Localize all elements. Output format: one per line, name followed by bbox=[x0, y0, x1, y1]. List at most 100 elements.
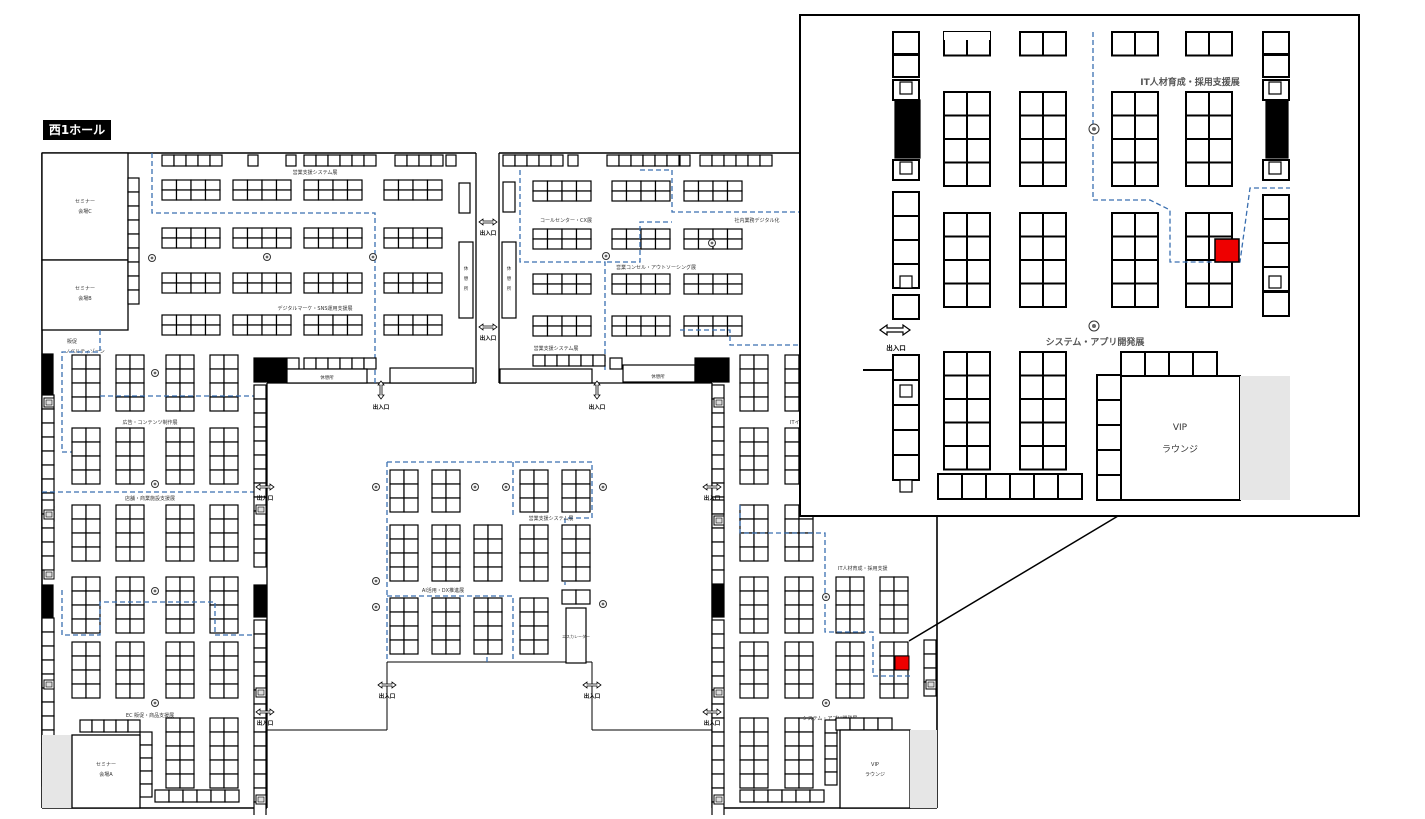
booth bbox=[232, 314, 249, 326]
booth bbox=[835, 683, 851, 699]
booth bbox=[711, 468, 725, 484]
booth-block-r1-2 bbox=[683, 228, 743, 250]
booth bbox=[127, 177, 140, 193]
booth bbox=[175, 237, 192, 249]
seminar-c-sublabel: 会場C bbox=[78, 208, 92, 215]
booth bbox=[41, 701, 55, 717]
booth bbox=[389, 625, 405, 641]
booth bbox=[784, 576, 800, 592]
booth bbox=[784, 618, 800, 634]
pillar-store bbox=[151, 587, 159, 595]
booth bbox=[445, 625, 461, 641]
booth bbox=[473, 552, 489, 568]
booth bbox=[165, 455, 181, 471]
booth bbox=[611, 325, 628, 337]
booth bbox=[711, 661, 725, 677]
entrance-left-mid: 出入口 bbox=[373, 380, 389, 411]
arrow-shape bbox=[255, 708, 275, 716]
booth bbox=[726, 283, 743, 295]
booth bbox=[246, 314, 263, 326]
booth bbox=[747, 154, 761, 167]
booth bbox=[795, 789, 811, 803]
booth bbox=[91, 719, 105, 733]
zoom-hydrant-2 bbox=[899, 161, 913, 175]
zoom-booth bbox=[966, 161, 991, 187]
zoom-booth bbox=[1134, 91, 1159, 117]
zoom-booth bbox=[943, 259, 968, 285]
booth bbox=[315, 357, 329, 370]
booth bbox=[85, 683, 101, 699]
escalator-box bbox=[565, 607, 587, 664]
booth bbox=[127, 247, 140, 263]
rest-small-left-box bbox=[286, 368, 368, 384]
booth bbox=[606, 154, 620, 167]
zoom-entrance-label: 出入口 bbox=[886, 343, 906, 352]
booth bbox=[115, 719, 129, 733]
booth-block-store-0-0 bbox=[71, 504, 101, 562]
booth bbox=[179, 590, 195, 606]
booth bbox=[253, 633, 267, 649]
booth bbox=[711, 541, 725, 557]
booth bbox=[726, 273, 743, 285]
booth bbox=[165, 368, 181, 384]
zoom-booth bbox=[1019, 374, 1044, 400]
booth bbox=[139, 744, 153, 759]
booth bbox=[71, 518, 87, 534]
booth bbox=[161, 324, 178, 336]
booth bbox=[209, 382, 225, 398]
zone-label-store-support: 店舗・商業施設支援展 bbox=[125, 495, 175, 502]
booth bbox=[303, 237, 320, 249]
booth bbox=[129, 382, 145, 398]
zoom-booth bbox=[1111, 161, 1136, 187]
booth bbox=[568, 354, 582, 367]
booth bbox=[611, 190, 628, 202]
booth bbox=[445, 566, 461, 582]
booth bbox=[712, 283, 729, 295]
booth bbox=[127, 205, 140, 221]
booth bbox=[253, 661, 267, 677]
booth bbox=[389, 552, 405, 568]
pillar-dot bbox=[601, 602, 605, 606]
booth-block-hr-2-0 bbox=[739, 641, 769, 699]
booth-block-store-1-2 bbox=[165, 576, 195, 634]
booth bbox=[699, 154, 713, 167]
booth bbox=[209, 532, 225, 548]
booth bbox=[397, 227, 414, 239]
booth bbox=[426, 179, 443, 191]
booth-block-l2-0 bbox=[161, 272, 221, 294]
booth bbox=[129, 368, 145, 384]
booth bbox=[139, 731, 153, 746]
booth bbox=[127, 233, 140, 249]
booth bbox=[406, 154, 420, 167]
booth bbox=[129, 641, 145, 657]
booth bbox=[253, 538, 267, 554]
arrow-shape bbox=[377, 681, 397, 689]
booth bbox=[739, 641, 755, 657]
zoom-booth bbox=[1019, 114, 1044, 140]
zoom-booth bbox=[1134, 259, 1159, 285]
storage-box-left bbox=[458, 182, 471, 214]
booth bbox=[835, 618, 851, 634]
booth bbox=[129, 669, 145, 685]
center-block-top-2 bbox=[519, 469, 549, 513]
booth bbox=[625, 190, 642, 202]
booth bbox=[575, 238, 592, 250]
booth bbox=[849, 655, 865, 671]
hydrant-7 bbox=[255, 794, 267, 805]
zoom-booth bbox=[943, 212, 968, 238]
pillar-dot bbox=[374, 579, 378, 583]
zoom-booth bbox=[1185, 235, 1210, 261]
arrow-shape bbox=[377, 380, 385, 400]
zoom-side-booth bbox=[892, 454, 920, 481]
booth bbox=[261, 237, 278, 249]
zoom-block-upper-0 bbox=[943, 91, 991, 187]
pillar-right-2 bbox=[708, 239, 716, 247]
booth bbox=[431, 552, 447, 568]
rest-area-left-box bbox=[458, 241, 474, 319]
booth bbox=[85, 354, 101, 370]
zoom-hydrant-1 bbox=[899, 81, 913, 95]
booth bbox=[179, 604, 195, 620]
booth bbox=[115, 604, 131, 620]
zoom-side-booth bbox=[1262, 31, 1290, 55]
